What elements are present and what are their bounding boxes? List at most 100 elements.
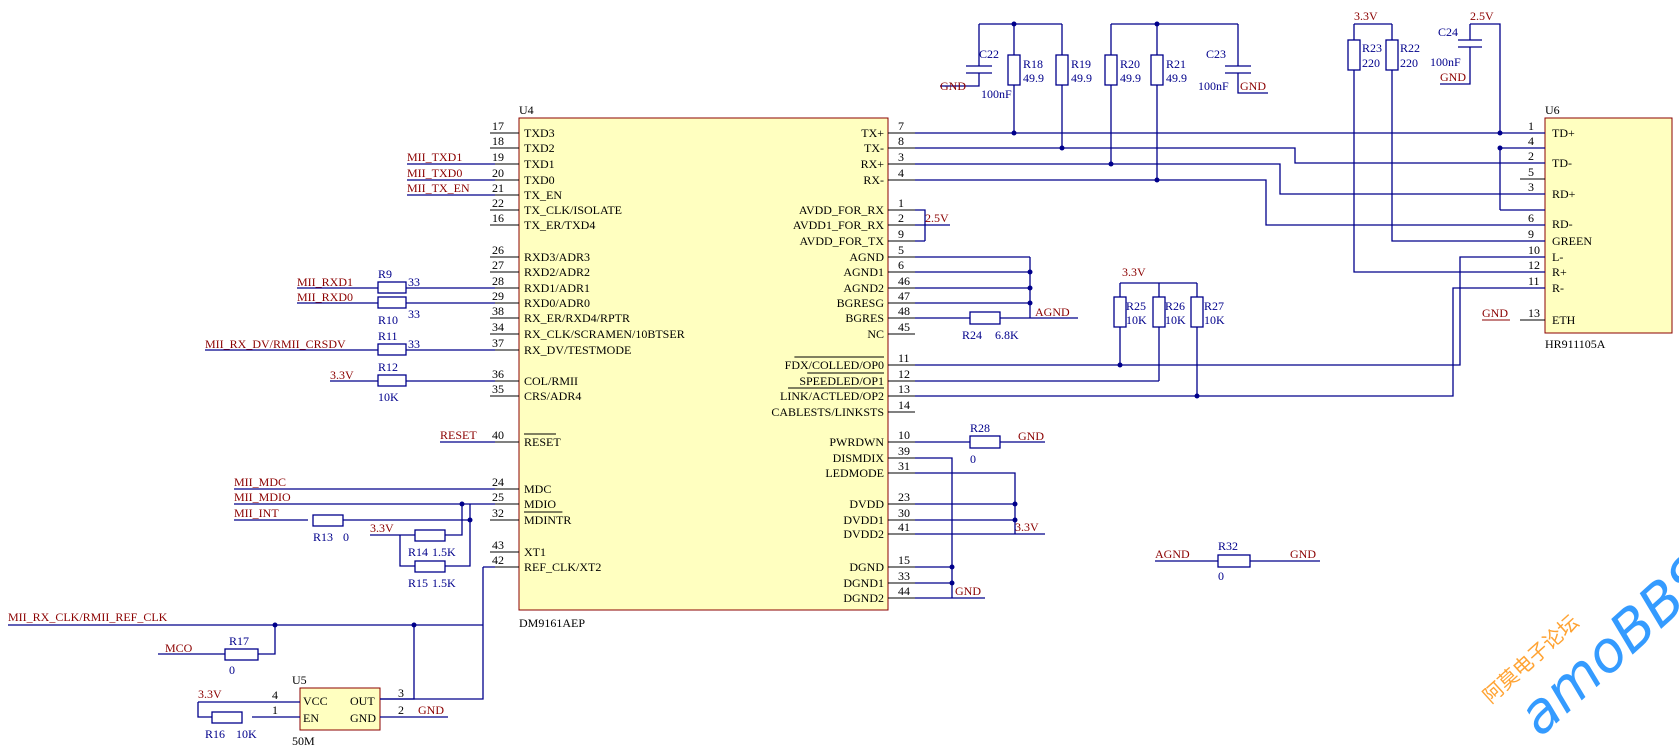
- u4-pin-name: DVDD1: [843, 513, 884, 527]
- r32-net-right: GND: [1290, 547, 1316, 561]
- u4-pin-number: 16: [492, 211, 504, 225]
- u4-pin-number: 19: [492, 150, 504, 164]
- r12-body: [377, 374, 407, 387]
- u6-pin-name: RD-: [1552, 217, 1573, 231]
- u4-part: DM9161AEP: [519, 616, 585, 630]
- r32-bridge: R32 0 AGND GND: [1155, 539, 1320, 583]
- u5-pin-en: 1: [272, 703, 278, 717]
- u4-pin-number: 7: [898, 119, 904, 133]
- r23-value: 220: [1362, 56, 1380, 70]
- u5-out-label: OUT: [350, 694, 375, 708]
- r26-ref: R26: [1165, 299, 1185, 313]
- u4-pin-name: RX_CLK/SCRAMEN/10BTSER: [524, 327, 685, 341]
- c22-ref: C22: [979, 47, 999, 61]
- u4-pin-name: MDIO: [524, 497, 556, 511]
- u6-pin-number: 1: [1528, 119, 1534, 133]
- u6-pin-number: 12: [1528, 258, 1540, 272]
- u4-pin-name: DGND2: [843, 591, 884, 605]
- u6-pin-name: ETH: [1552, 313, 1576, 327]
- r9-value: 33: [408, 275, 420, 289]
- r28-body: [969, 435, 1001, 449]
- u4-pin-name: DVDD2: [843, 527, 884, 541]
- led-resistors: 3.3V R23 220 R22 220 2.5V C24 100nF GND: [1347, 9, 1545, 273]
- junction-d3: [949, 564, 955, 570]
- u4-pin-net: MII_INT: [234, 506, 279, 520]
- u4-pin-number: 38: [492, 304, 504, 318]
- u4-pin-number: 9: [898, 227, 904, 241]
- junction-t4: [1059, 145, 1065, 151]
- r14-r15-wires: [370, 504, 471, 567]
- u4-pin-number: 37: [492, 336, 504, 350]
- tx-rx-wiring: [915, 132, 1545, 226]
- mdio-wires: [234, 488, 495, 521]
- u5-wires: [197, 625, 448, 718]
- u4-pin-number: 21: [492, 181, 504, 195]
- u4-pin-number: 11: [898, 351, 910, 365]
- r11-net: MII_RX_DV/RMII_CRSDV: [205, 337, 346, 351]
- r17-value: 0: [229, 663, 235, 677]
- r32-value: 0: [1218, 569, 1224, 583]
- u4-pin-name: PWRDWN: [829, 435, 884, 449]
- u4-pin-name: FDX/COLLED/OP0: [785, 358, 884, 372]
- u4-pin-net: MII_TXD0: [407, 166, 462, 180]
- u4-pin-number: 24: [492, 475, 504, 489]
- junction-t1: [1011, 21, 1017, 27]
- u4-pin-number: 31: [898, 459, 910, 473]
- u6-pin-number: 11: [1528, 274, 1540, 288]
- u4-pin-number: 30: [898, 506, 910, 520]
- u6-pin-name: TD+: [1552, 126, 1575, 140]
- led-pullups: 3.3V R25 10K R26 10K R27 10K: [915, 256, 1545, 399]
- u4-pin-net: MII_TX_EN: [407, 181, 470, 195]
- u6-part: HR911105A: [1545, 337, 1606, 351]
- u4-pin-number: 28: [492, 274, 504, 288]
- u4-pin-number: 27: [492, 258, 504, 272]
- u4-pin-number: 1: [898, 196, 904, 210]
- u4-pin-number: 40: [492, 428, 504, 442]
- u6-pin-name: R-: [1552, 281, 1564, 295]
- u4-pin-number: 45: [898, 320, 910, 334]
- r25-body: [1113, 296, 1127, 328]
- rxd-wires: [297, 287, 495, 304]
- u4-pin-name: RX-: [863, 173, 884, 187]
- r15-body: [414, 560, 446, 573]
- r15-value: 1.5K: [432, 576, 456, 590]
- u4-pin-number: 3: [898, 150, 904, 164]
- u6-pin-number: 9: [1528, 227, 1534, 241]
- r32-body: [1217, 554, 1251, 568]
- r20-body: [1104, 54, 1118, 86]
- r18-ref: R18: [1023, 57, 1043, 71]
- u4-pin-name: RX_DV/TESTMODE: [524, 343, 631, 357]
- u4-pin-name: BGRESG: [837, 296, 885, 310]
- u4-pin-number: 32: [492, 506, 504, 520]
- r17-ref: R17: [229, 634, 249, 648]
- wire-rxn: [915, 179, 1545, 226]
- u4-pin-name: TXD2: [524, 141, 555, 155]
- u4-pin-name: AGND1: [843, 265, 884, 279]
- u4-pin-number: 42: [492, 553, 504, 567]
- avdd-supply: 2.5V: [915, 209, 950, 242]
- r10-net: MII_RXD0: [297, 290, 353, 304]
- r13-body: [312, 514, 344, 527]
- u4-body: [518, 117, 889, 611]
- u6-body: [1544, 117, 1673, 334]
- r19-value: 49.9: [1071, 71, 1092, 85]
- u4-pin-name: RESET: [524, 435, 561, 449]
- junction-t2: [1154, 21, 1160, 27]
- r18-value: 49.9: [1023, 71, 1044, 85]
- u6-pin-number: 3: [1528, 180, 1534, 194]
- avdd-net: 2.5V: [925, 211, 949, 225]
- u4-pin-name: TX-: [864, 141, 884, 155]
- r32-ref: R32: [1218, 539, 1238, 553]
- pullup-drops: [1119, 327, 1198, 396]
- u4-pin-number: 6: [898, 258, 904, 272]
- r22-ref: R22: [1400, 41, 1420, 55]
- agnd-bus: R24 6.8K AGND: [915, 256, 1078, 342]
- junction-mdintr: [467, 517, 473, 523]
- u4-pin-number: 48: [898, 304, 910, 318]
- led-supply-net: 3.3V: [1122, 265, 1146, 279]
- u4-pin-number: 36: [492, 367, 504, 381]
- r18-body: [1007, 54, 1021, 86]
- c22-value: 100nF: [981, 87, 1012, 101]
- u4-pin-net: MII_MDIO: [234, 490, 291, 504]
